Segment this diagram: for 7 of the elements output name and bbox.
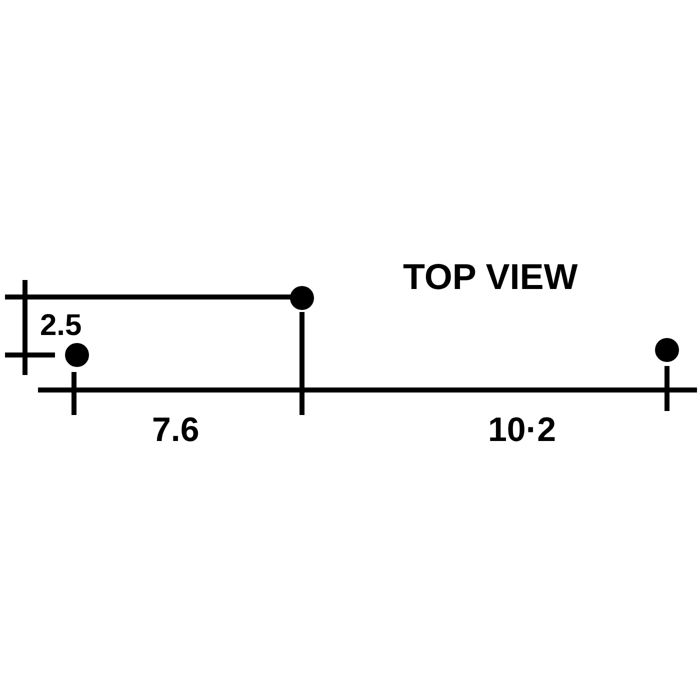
dimension-label: 10·2 bbox=[488, 413, 556, 447]
view-title: TOP VIEW bbox=[403, 259, 578, 295]
point-marker bbox=[290, 286, 314, 310]
dimension-label: 7.6 bbox=[152, 413, 200, 447]
dimension-label: 2.5 bbox=[40, 311, 82, 341]
point-marker bbox=[655, 338, 679, 362]
point-marker bbox=[65, 343, 89, 367]
